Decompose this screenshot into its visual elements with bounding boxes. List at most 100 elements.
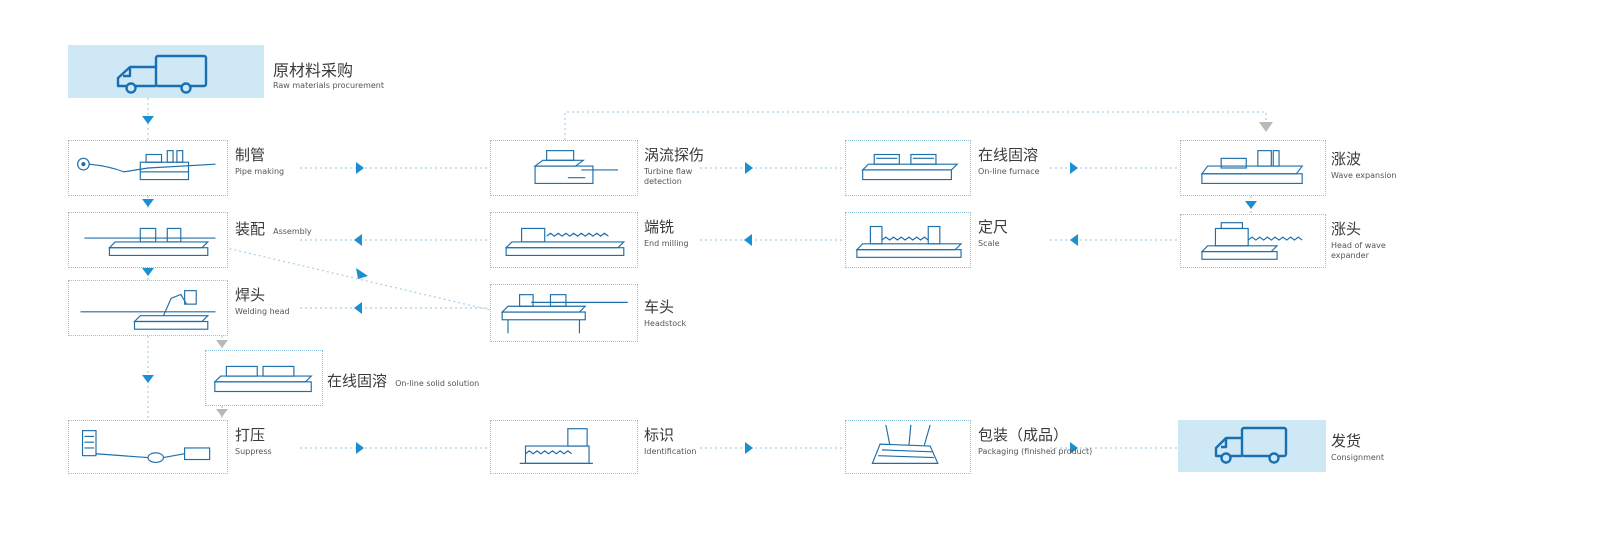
- step-title: 包装（成品）: [978, 426, 1069, 444]
- step-title: 发货: [1331, 432, 1362, 450]
- suppress-box: [68, 420, 228, 474]
- step-subtitle: Scale: [978, 239, 1000, 248]
- arrow-down: [142, 375, 154, 383]
- package-icon: [871, 424, 939, 464]
- arrow-down: [142, 268, 154, 276]
- expander-head-label: 涨头 Head of wave expander: [1331, 221, 1397, 261]
- step-title: 装配: [235, 220, 266, 238]
- identification-label: 标识 Identification: [644, 427, 696, 457]
- solid-solution-box: [205, 350, 323, 406]
- step-title: 端铣: [644, 218, 675, 236]
- step-subtitle: Identification: [644, 447, 697, 456]
- pipe-making-label: 制管 Pipe making: [235, 147, 284, 177]
- milling-icon: [504, 227, 626, 257]
- step-title: 在线固溶: [327, 372, 388, 390]
- suppress-label: 打压 Suppress: [235, 427, 272, 457]
- step-subtitle: Pipe making: [235, 167, 285, 176]
- step-title: 原材料采购: [273, 61, 354, 80]
- furnace-icon: [861, 153, 959, 181]
- welding-head-label: 焊头 Welding head: [235, 287, 290, 317]
- detector-icon: [533, 150, 618, 185]
- step-subtitle: Raw materials procurement: [273, 81, 384, 90]
- online-furnace-box: [845, 140, 971, 196]
- headstock-label: 车头 Headstock: [644, 299, 686, 329]
- step-subtitle: Turbine flaw detection: [644, 167, 693, 186]
- arrow-down: [1245, 201, 1257, 209]
- wave-expansion-label: 涨波 Wave expansion: [1331, 151, 1396, 181]
- arrow-left: [354, 234, 362, 246]
- furnace-icon: [213, 365, 313, 393]
- eddy-current-label: 涡流探伤 Turbine flaw detection: [644, 147, 704, 187]
- step-title: 制管: [235, 146, 266, 164]
- raw-materials-label: 原材料采购 Raw materials procurement: [273, 62, 384, 91]
- pipe-machine-icon: [77, 150, 216, 181]
- step-subtitle: On-line solid solution: [395, 379, 480, 388]
- consignment-label: 发货 Consignment: [1331, 433, 1384, 463]
- step-subtitle: Assembly: [273, 227, 312, 236]
- lathe-icon: [500, 294, 628, 334]
- arrow-right: [745, 442, 753, 454]
- assembly-icon: [84, 227, 216, 257]
- raw-materials-box: [68, 45, 264, 98]
- consignment-box: [1178, 420, 1326, 472]
- end-milling-box: [490, 212, 638, 268]
- marking-icon: [519, 428, 593, 464]
- arrow-right: [1070, 162, 1078, 174]
- step-title: 打压: [235, 426, 266, 444]
- packaging-box: [845, 420, 971, 474]
- pipe-making-box: [68, 140, 228, 196]
- expander-icon: [1200, 150, 1304, 185]
- wave-expansion-box: [1180, 140, 1326, 196]
- arrow-left: [354, 302, 362, 314]
- step-subtitle: Welding head: [235, 307, 290, 316]
- online-furnace-label: 在线固溶 On-line furnace: [978, 147, 1040, 177]
- arrow-right: [356, 162, 364, 174]
- arrow-down: [142, 116, 154, 124]
- scale-label: 定尺 Scale: [978, 219, 1008, 249]
- arrow-right: [745, 162, 753, 174]
- welding-head-box: [68, 280, 228, 336]
- step-subtitle: Wave expansion: [1331, 171, 1397, 180]
- step-subtitle: On-line furnace: [978, 167, 1040, 176]
- step-subtitle: Packaging (finished product): [978, 447, 1093, 456]
- arrow-down-gray: [216, 340, 228, 348]
- welder-icon: [80, 290, 216, 330]
- eddy-current-box: [490, 140, 638, 196]
- packaging-label: 包装（成品） Packaging (finished product): [978, 427, 1092, 457]
- step-subtitle: Head of wave expander: [1331, 241, 1386, 260]
- step-title: 标识: [644, 426, 675, 444]
- arrow-down-gray: [1259, 122, 1273, 132]
- pressure-test-icon: [81, 430, 211, 463]
- step-subtitle: Headstock: [644, 319, 687, 328]
- step-subtitle: End milling: [644, 239, 689, 248]
- arrow-diagonal: [356, 268, 368, 279]
- truck-icon: [1214, 426, 1288, 464]
- arrow-down: [142, 199, 154, 207]
- step-subtitle: Consignment: [1331, 453, 1385, 462]
- assembly-box: [68, 212, 228, 268]
- step-title: 涡流探伤: [644, 146, 705, 164]
- expander-head-box: [1180, 214, 1326, 268]
- expander-head-icon: [1200, 222, 1303, 260]
- step-title: 涨头: [1331, 220, 1362, 238]
- step-title: 在线固溶: [978, 146, 1039, 164]
- step-title: 焊头: [235, 286, 266, 304]
- step-title: 定尺: [978, 218, 1009, 236]
- arrow-left: [744, 234, 752, 246]
- step-title: 车头: [644, 298, 675, 316]
- cutting-icon: [855, 225, 963, 258]
- connector-line: [564, 111, 1267, 140]
- arrow-right: [356, 442, 364, 454]
- arrow-down-gray: [216, 409, 228, 417]
- solid-solution-label: 在线固溶 On-line solid solution: [327, 371, 479, 390]
- truck-icon: [116, 54, 208, 94]
- arrow-left: [1070, 234, 1078, 246]
- arrow-right: [1070, 442, 1078, 454]
- step-title: 涨波: [1331, 150, 1362, 168]
- end-milling-label: 端铣 End milling: [644, 219, 689, 249]
- identification-box: [490, 420, 638, 474]
- scale-box: [845, 212, 971, 268]
- headstock-box: [490, 284, 638, 342]
